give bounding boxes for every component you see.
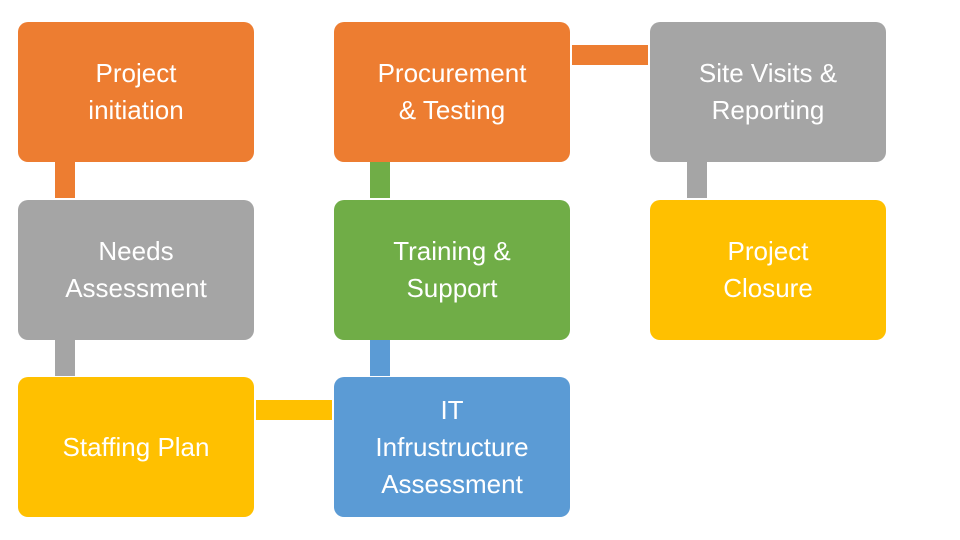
step-label: Site Visits & Reporting: [698, 58, 838, 125]
step-project-closure: Project Closure: [650, 200, 886, 340]
step-label: Staffing Plan: [62, 431, 210, 462]
connector-initiation-to-needs: [55, 162, 75, 198]
step-it-infrastructure-assessment: IT Infrustructure Assessment: [334, 377, 570, 517]
step-site-visits-reporting: Site Visits & Reporting: [650, 22, 886, 162]
step-label: Training & Support: [393, 236, 511, 303]
step-label: Needs Assessment: [65, 236, 207, 303]
connector-staffing-to-it: [256, 400, 332, 420]
connector-procurement-to-site-visits: [572, 45, 648, 65]
step-training-support: Training & Support: [334, 200, 570, 340]
connector-it-to-training: [370, 340, 390, 376]
step-procurement-testing: Procurement & Testing: [334, 22, 570, 162]
step-staffing-plan: Staffing Plan: [18, 377, 254, 517]
step-label: Project Closure: [723, 236, 813, 303]
step-needs-assessment: Needs Assessment: [18, 200, 254, 340]
step-label: Procurement & Testing: [377, 58, 527, 125]
step-label: IT Infrustructure Assessment: [375, 394, 529, 499]
step-project-initiation: Project initiation: [18, 22, 254, 162]
connector-training-to-procurement: [370, 162, 390, 198]
connector-needs-to-staffing: [55, 340, 75, 376]
connector-site-visits-to-closure: [687, 162, 707, 198]
step-label: Project initiation: [88, 58, 184, 125]
